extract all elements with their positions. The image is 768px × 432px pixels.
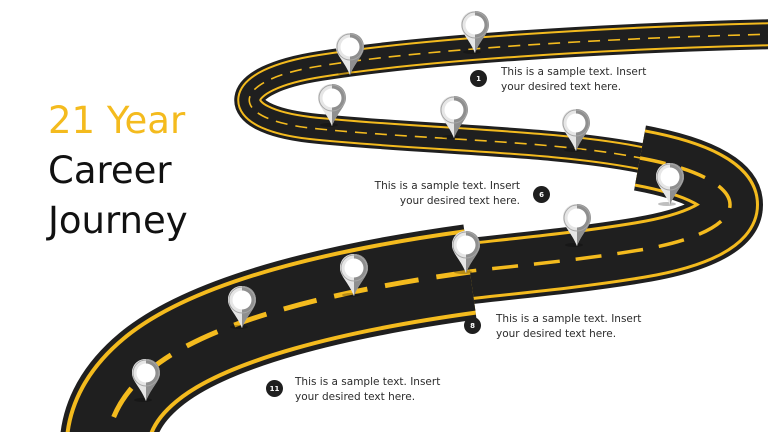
milestone-text-line: your desired text here. [399,195,520,207]
milestone-text-1: This is a sample text. Insert your desir… [501,65,646,95]
milestone-text-8: This is a sample text. Insert your desir… [496,312,641,342]
milestone-badge-8: 8 [464,317,481,334]
map-pin-icon [451,230,481,274]
milestone-badge-6: 6 [533,186,550,203]
milestone-text-line: your desired text here. [501,81,622,93]
milestone-badge-11: 11 [266,380,283,397]
map-pin-icon [561,108,591,152]
milestone-text-line: This is a sample text. Insert [496,313,642,325]
map-pin-icon [439,95,469,139]
title-line-2: Career [48,149,172,192]
milestone-text-6: This is a sample text. Insert your desir… [360,179,520,209]
map-pin-icon [655,162,685,206]
map-pin-icon [131,358,161,402]
milestone-text-line: your desired text here. [496,328,617,340]
milestone-text-line: This is a sample text. Insert [295,376,441,388]
map-pin-icon [339,253,369,297]
slide-title: 21 Year Career Journey [48,96,188,246]
map-pin-icon [317,83,347,127]
title-accent-line: 21 Year [48,99,186,142]
milestone-text-11: This is a sample text. Insert your desir… [295,375,440,405]
map-pin-icon [335,32,365,76]
milestone-text-line: your desired text here. [295,391,416,403]
map-pin-icon [460,10,490,54]
map-pin-icon [227,285,257,329]
milestone-text-line: This is a sample text. Insert [374,180,520,192]
milestone-text-line: This is a sample text. Insert [501,66,647,78]
title-line-3: Journey [48,199,188,242]
milestone-badge-1: 1 [470,70,487,87]
map-pin-icon [562,203,592,247]
